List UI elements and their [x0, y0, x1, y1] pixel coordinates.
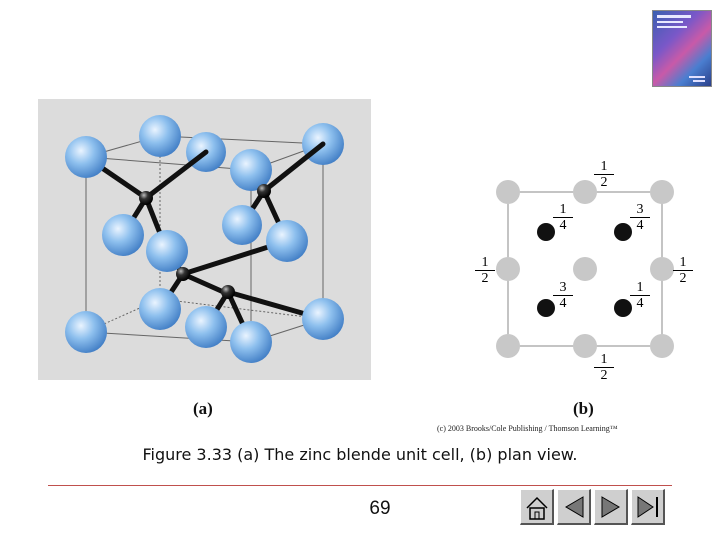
zinc-atom	[65, 136, 107, 178]
unit-cell-panel	[38, 99, 371, 380]
figure-caption: Figure 3.33 (a) The zinc blende unit cel…	[142, 445, 578, 464]
page-number: 69	[369, 498, 391, 519]
sulfur-atom	[221, 285, 235, 299]
zinc-atom	[302, 298, 344, 340]
gray-atom	[496, 257, 520, 281]
zinc-atom	[102, 214, 144, 256]
gray-atom	[496, 334, 520, 358]
plan-view-diagram	[496, 180, 674, 358]
sulfur-atom	[139, 191, 153, 205]
last-slide-button[interactable]	[594, 489, 628, 525]
zinc-atom	[139, 288, 181, 330]
zinc-atom	[266, 220, 308, 262]
first-slide-icon	[565, 496, 584, 518]
next-slide-button[interactable]	[631, 489, 665, 525]
zinc-atom	[146, 230, 188, 272]
first-slide-button[interactable]	[557, 489, 591, 525]
sulfur-atom	[257, 184, 271, 198]
black-atom	[537, 223, 555, 241]
gray-atom	[573, 257, 597, 281]
last-slide-icon	[601, 496, 620, 518]
black-atom	[614, 223, 632, 241]
next-slide-icon	[637, 496, 658, 518]
black-atom	[614, 299, 632, 317]
gray-atom	[650, 257, 674, 281]
black-atom	[537, 299, 555, 317]
cube-edges	[85, 135, 324, 343]
home-icon	[526, 496, 548, 520]
gray-atom	[650, 180, 674, 204]
zinc-blende-unit-cell-diagram	[65, 115, 344, 363]
sulfur-atom	[176, 267, 190, 281]
panel-b-label: (b)	[573, 399, 594, 418]
zinc-atom	[139, 115, 181, 157]
gray-atom	[573, 334, 597, 358]
divider-line	[48, 485, 672, 486]
zinc-atom	[230, 321, 272, 363]
home-button[interactable]	[520, 489, 554, 525]
panel-a-label: (a)	[193, 399, 213, 418]
book-cover-image	[652, 10, 712, 87]
zinc-atom	[65, 311, 107, 353]
zinc-atom	[230, 149, 272, 191]
copyright-notice: (c) 2003 Brooks/Cole Publishing / Thomso…	[437, 424, 618, 433]
gray-atom	[496, 180, 520, 204]
zinc-atom	[185, 306, 227, 348]
zinc-atom	[222, 205, 262, 245]
gray-atom	[650, 334, 674, 358]
gray-atoms	[496, 180, 674, 358]
gray-atom	[573, 180, 597, 204]
black-atoms	[537, 223, 632, 317]
